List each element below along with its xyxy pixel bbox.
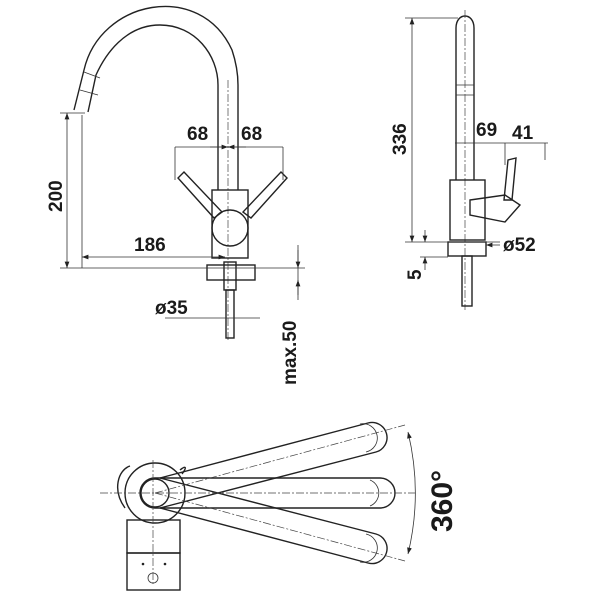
front-view: 200 186 68 68 ø35 max.50 xyxy=(46,5,305,385)
dim-rotation-360: 360° xyxy=(426,470,459,532)
dim-base-diameter: ø52 xyxy=(503,235,536,256)
dim-68-left: 68 xyxy=(187,124,208,145)
side-view: 336 69 41 ø52 5 xyxy=(390,10,548,310)
dim-69: 69 xyxy=(476,120,497,141)
dim-41: 41 xyxy=(512,123,534,144)
handle-right xyxy=(241,170,288,219)
spout-up xyxy=(159,421,388,509)
mount-box xyxy=(126,552,181,591)
body xyxy=(211,189,249,259)
dim-68-right: 68 xyxy=(241,124,262,145)
dim-hole-diameter: ø35 xyxy=(155,298,188,319)
dim-186: 186 xyxy=(134,235,166,256)
dim-max-50: max.50 xyxy=(280,321,301,385)
spout xyxy=(73,5,239,190)
dim-200: 200 xyxy=(46,180,67,212)
shank xyxy=(225,289,235,339)
handle-left xyxy=(177,170,224,219)
spout-down xyxy=(159,477,388,565)
dim-336: 336 xyxy=(390,123,411,155)
dim-5: 5 xyxy=(405,269,426,280)
handle-hub xyxy=(211,209,249,247)
spout-center xyxy=(139,477,396,509)
top-view: 360° xyxy=(100,421,459,591)
